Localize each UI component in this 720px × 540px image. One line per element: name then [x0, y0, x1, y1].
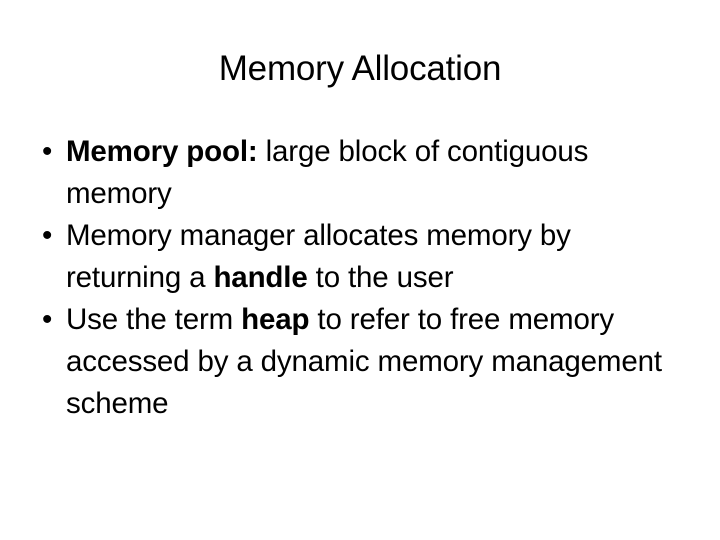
list-item-suffix: to the user — [307, 261, 454, 294]
list-item: • Memory pool: large block of contiguous… — [34, 131, 686, 215]
bullet-point-icon: • — [42, 303, 53, 336]
bullet-point-icon: • — [42, 135, 53, 168]
list-item-text: Memory manager allocates memory by retur… — [66, 215, 686, 299]
list-item: • Use the term heap to refer to free mem… — [34, 299, 686, 425]
list-item: • Memory manager allocates memory by ret… — [34, 215, 686, 299]
bullet-point-icon: • — [42, 219, 53, 252]
list-item-prefix: Use the term — [66, 303, 242, 336]
list-item-prefix: Memory manager allocates memory by retur… — [66, 219, 571, 294]
list-item-suffix: to refer to free memory accessed by a dy… — [66, 303, 662, 420]
page-title: Memory Allocation — [218, 49, 502, 88]
emphasis-term: Memory pool: — [66, 135, 258, 168]
emphasis-term: heap — [241, 303, 310, 336]
list-item-text: Memory pool: large block of contiguous m… — [66, 131, 686, 215]
bullet-list: • Memory pool: large block of contiguous… — [34, 131, 686, 425]
list-item-body: large block of contiguous memory — [66, 135, 589, 210]
emphasis-term: handle — [213, 261, 308, 294]
list-item-text: Use the term heap to refer to free memor… — [66, 299, 686, 425]
